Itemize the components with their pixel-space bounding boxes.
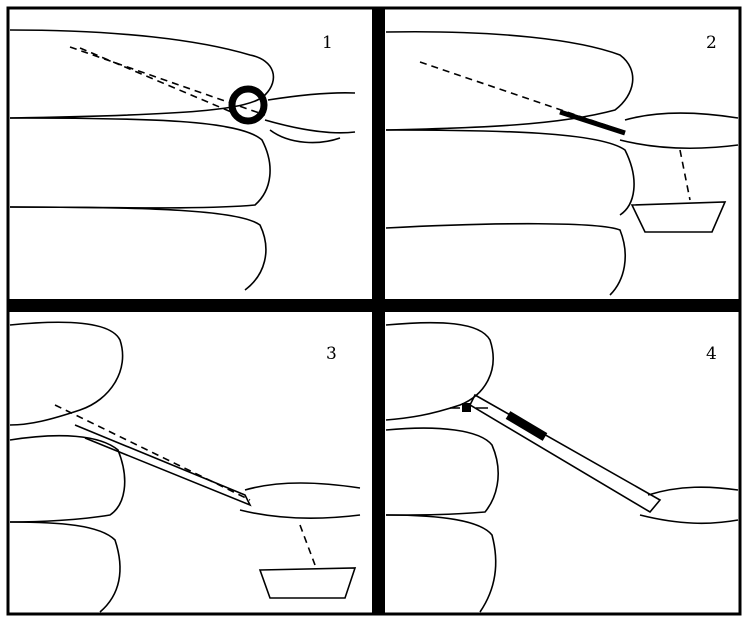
bale-bottom (385, 514, 497, 613)
collection-tray (258, 567, 357, 599)
horizontal-divider (8, 299, 740, 312)
panel-3: 3 (9, 321, 361, 613)
probe (559, 109, 626, 136)
bale-middle (385, 129, 635, 216)
plug-icon (462, 403, 471, 412)
hand (264, 92, 356, 144)
panel-label: 3 (326, 344, 337, 364)
bale-middle (9, 434, 126, 523)
sample-core (505, 411, 548, 441)
panel-label: 4 (706, 344, 717, 364)
panel-label: 1 (322, 33, 333, 53)
bale-top (385, 321, 494, 421)
bale-top (385, 30, 634, 131)
panel-label: 2 (706, 33, 717, 53)
bale-bottom (9, 521, 121, 613)
bale-bottom (385, 222, 626, 296)
sample-falling (679, 149, 691, 201)
bale-middle (385, 427, 499, 516)
hand (239, 482, 361, 520)
panel-2: 2 (385, 30, 739, 296)
rotation-arrow-icon (228, 85, 268, 125)
hand (639, 486, 739, 525)
bale-top (9, 321, 124, 426)
bale-top (9, 29, 275, 119)
hand (619, 112, 739, 150)
bale-bottom (9, 206, 267, 291)
panel-1: 1 (9, 29, 356, 291)
panel-4: 4 (385, 321, 739, 613)
probe (468, 393, 662, 514)
probe (74, 424, 252, 507)
collection-tray (630, 201, 727, 233)
